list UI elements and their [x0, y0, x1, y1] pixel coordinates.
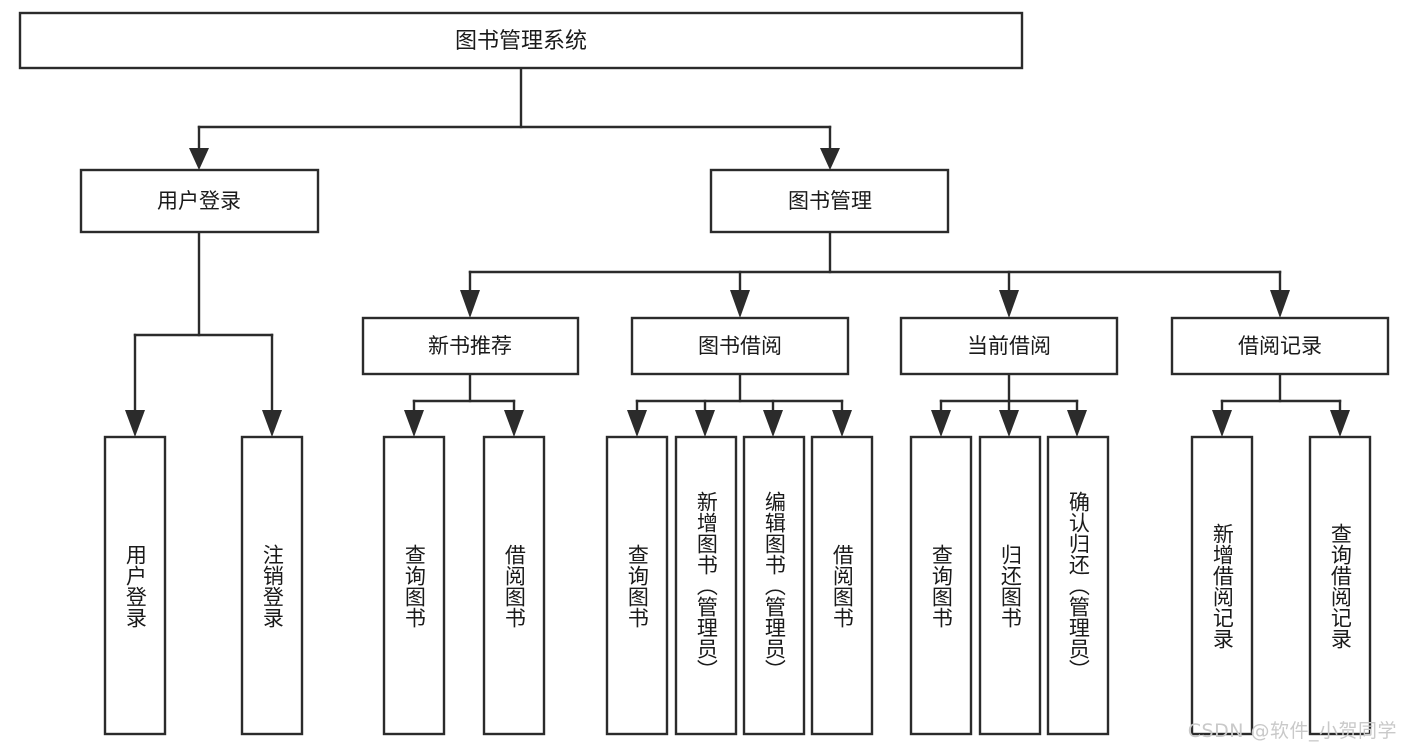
node-current-borrow-box[interactable] [899, 316, 1119, 376]
node-book-management[interactable]: 图书管理 [709, 168, 950, 234]
node-book-borrow-box[interactable] [630, 316, 850, 376]
arrowhead-icon [931, 410, 951, 437]
arrowhead-icon [1270, 290, 1290, 318]
csdn-watermark: CSDN @软件_小贺同学 [1187, 720, 1397, 742]
node-book-borrow[interactable]: 图书借阅 [630, 316, 850, 376]
node-book-management-box[interactable] [709, 168, 950, 234]
arrowhead-icon [763, 410, 783, 437]
leaf-box-record-1[interactable] [1190, 435, 1254, 736]
leaf-box-user-login-2[interactable] [240, 435, 304, 736]
arrowhead-icon [695, 410, 715, 437]
arrowhead-icon [189, 148, 209, 170]
leaf-box-current-2[interactable] [978, 435, 1042, 736]
arrowhead-icon [832, 410, 852, 437]
leaf-box-record-2[interactable] [1308, 435, 1372, 736]
node-current-borrow[interactable]: 当前借阅 [899, 316, 1119, 376]
leaf-box-newbook-2[interactable] [482, 435, 546, 736]
node-user-login[interactable]: 用户登录 [79, 168, 320, 234]
arrowhead-icon [460, 290, 480, 318]
arrowhead-icon [125, 410, 145, 437]
node-user-login-label: 用户登录 [157, 189, 241, 213]
node-root-box[interactable] [18, 11, 1024, 70]
leaf-box-current-3[interactable] [1046, 435, 1110, 736]
node-root-label: 图书管理系统 [455, 29, 587, 54]
node-new-book-recommend[interactable]: 新书推荐 [361, 316, 580, 376]
leaf-box-newbook-1[interactable] [382, 435, 446, 736]
node-book-management-label: 图书管理 [788, 189, 872, 213]
arrowhead-icon [999, 410, 1019, 437]
leaf-box-user-login-1[interactable] [103, 435, 167, 736]
node-new-book-recommend-box[interactable] [361, 316, 580, 376]
leaf-box-borrow-3[interactable] [742, 435, 806, 736]
leaf-box-borrow-2[interactable] [674, 435, 738, 736]
arrowhead-icon [730, 290, 750, 318]
arrowhead-icon [820, 148, 840, 170]
leaf-box-current-1[interactable] [909, 435, 973, 736]
arrowhead-icon [1330, 410, 1350, 437]
arrowhead-icon [627, 410, 647, 437]
leaf-box-borrow-4[interactable] [810, 435, 874, 736]
arrowhead-icon [404, 410, 424, 437]
node-new-book-recommend-label: 新书推荐 [428, 334, 512, 358]
node-book-borrow-label: 图书借阅 [698, 334, 782, 358]
arrowhead-group [125, 148, 1350, 437]
leaf-box-borrow-1[interactable] [605, 435, 669, 736]
node-borrow-record-label: 借阅记录 [1238, 334, 1322, 358]
arrowhead-icon [1067, 410, 1087, 437]
arrowhead-icon [999, 290, 1019, 318]
node-root[interactable]: 图书管理系统 [18, 11, 1024, 70]
node-user-login-box[interactable] [79, 168, 320, 234]
node-borrow-record[interactable]: 借阅记录 [1170, 316, 1390, 376]
node-borrow-record-box[interactable] [1170, 316, 1390, 376]
arrowhead-icon [262, 410, 282, 437]
arrowhead-icon [504, 410, 524, 437]
arrowhead-icon [1212, 410, 1232, 437]
node-current-borrow-label: 当前借阅 [967, 334, 1051, 358]
